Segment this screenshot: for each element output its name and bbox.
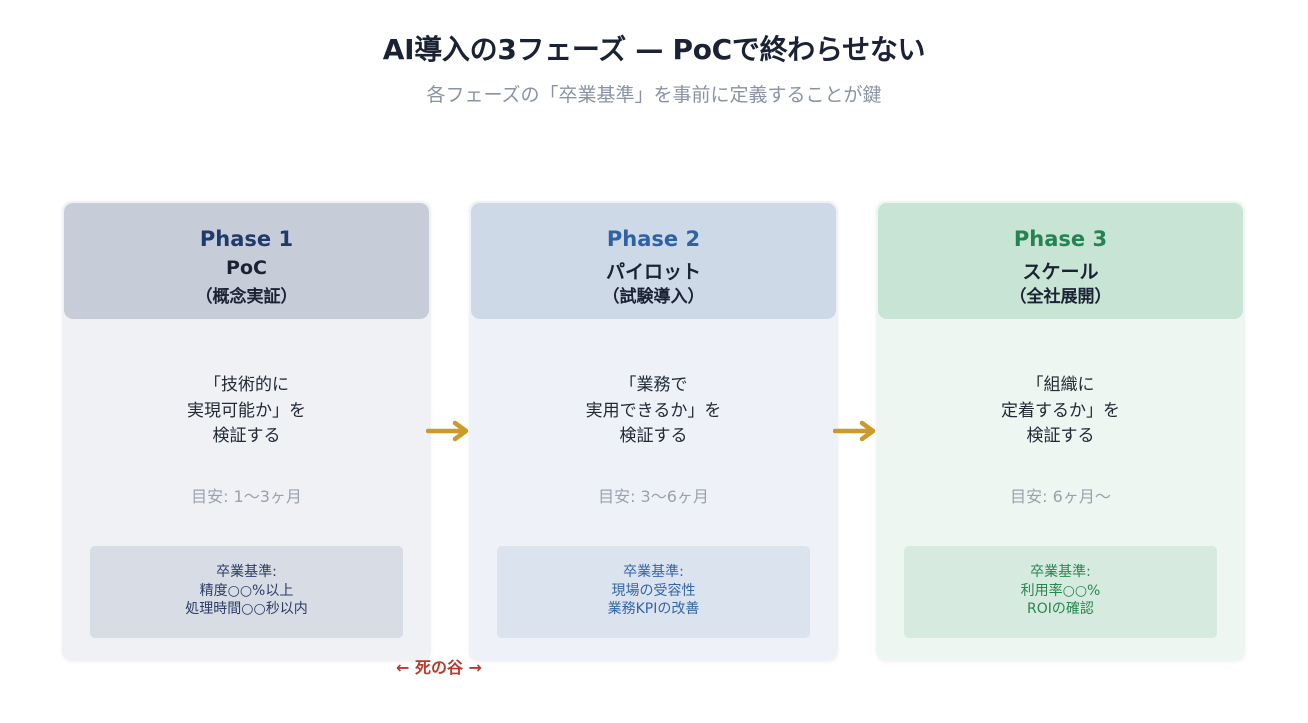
phase-name: PoC <box>226 257 267 279</box>
description-line: 定着するか」を <box>1001 400 1120 421</box>
phase-card-3: Phase 3 スケール （全社展開） 「組織に 定着するか」を 検証する 目安… <box>876 201 1245 661</box>
description-line: 検証する <box>212 426 281 446</box>
criteria-item: 処理時間○○秒以内 <box>185 601 308 617</box>
phase-description: 「組織に 定着するか」を 検証する <box>876 373 1245 450</box>
phase-name: パイロット <box>605 261 701 283</box>
phase-header: Phase 1 PoC （概念実証） <box>64 203 429 319</box>
phase-card-1: Phase 1 PoC （概念実証） 「技術的に 実現可能か」を 検証する 目安… <box>62 201 431 661</box>
criteria-heading: 卒業基準: <box>216 564 277 580</box>
description-line: 「組織に <box>1026 375 1095 395</box>
page-title: AI導入の3フェーズ — PoCで終わらせない <box>382 33 926 66</box>
description-line: 検証する <box>1026 426 1095 446</box>
phase-duration: 目安: 6ヶ月〜 <box>1010 487 1111 506</box>
arrow-right-icon <box>833 420 876 442</box>
phase-duration: 目安: 3〜6ヶ月 <box>598 487 709 506</box>
phase-description: 「技術的に 実現可能か」を 検証する <box>62 373 431 450</box>
criteria-heading: 卒業基準: <box>1030 564 1091 580</box>
criteria-item: 利用率○○% <box>1020 582 1101 599</box>
phase-label: Phase 1 <box>199 227 294 251</box>
phase-description: 「業務で 実用できるか」を 検証する <box>469 373 838 450</box>
phase-subname: （試験導入） <box>602 287 705 307</box>
phase-label: Phase 2 <box>606 227 701 251</box>
phase-card-2: Phase 2 パイロット （試験導入） 「業務で 実用できるか」を 検証する … <box>469 201 838 661</box>
page-subtitle: 各フェーズの「卒業基準」を事前に定義することが鍵 <box>426 84 882 106</box>
description-line: 実現可能か」を <box>187 400 306 421</box>
phase-label: Phase 3 <box>1013 227 1108 251</box>
phase-subname: （概念実証） <box>195 287 298 307</box>
phase-header: Phase 3 スケール （全社展開） <box>878 203 1243 319</box>
phase-subname: （全社展開） <box>1009 287 1112 307</box>
phase-header: Phase 2 パイロット （試験導入） <box>471 203 836 319</box>
criteria-item: 精度○○%以上 <box>199 582 294 599</box>
valley-of-death-label: ← 死の谷 → <box>396 658 482 677</box>
criteria-item: 現場の受容性 <box>611 582 696 599</box>
graduation-criteria-box: 卒業基準: 現場の受容性 業務KPIの改善 <box>497 546 810 638</box>
criteria-heading: 卒業基準: <box>623 564 684 580</box>
graduation-criteria-box: 卒業基準: 利用率○○% ROIの確認 <box>904 546 1217 638</box>
phase-duration: 目安: 1〜3ヶ月 <box>191 487 302 506</box>
description-line: 「業務で <box>619 375 688 395</box>
graduation-criteria-box: 卒業基準: 精度○○%以上 処理時間○○秒以内 <box>90 546 403 638</box>
criteria-item: ROIの確認 <box>1027 601 1094 617</box>
criteria-item: 業務KPIの改善 <box>607 601 700 617</box>
description-line: 「技術的に <box>204 375 289 395</box>
phase-name: スケール <box>1022 261 1099 283</box>
arrow-right-icon <box>426 420 469 442</box>
description-line: 検証する <box>619 426 688 446</box>
description-line: 実用できるか」を <box>585 400 722 421</box>
